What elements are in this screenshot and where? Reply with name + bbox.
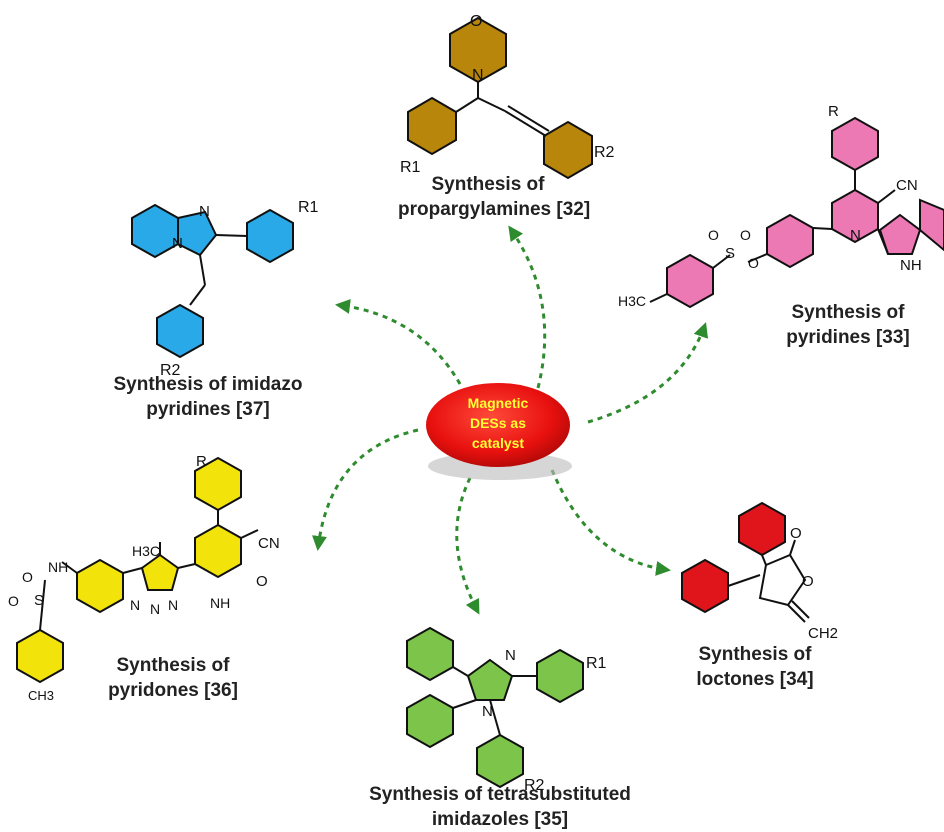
imidazopyridine-structure [131,203,294,359]
pyridone-o-top: O [22,569,33,585]
pyridone-n2: N [150,601,160,617]
imidazole-r2: R2 [524,777,545,794]
imidazole-ring [466,658,514,701]
imidazole-n-bottom: N [482,703,493,720]
imidazo-r2: R2 [160,362,181,379]
pyr33-n: N [850,227,861,244]
caption-line: propargylamines [32] [398,199,591,220]
phenyl-ring-top [738,501,786,557]
propargyl-r2: R2 [594,144,615,161]
morpholine-o: O [470,13,482,30]
caption-pyridines-33: Synthesis of pyridines [33] [768,300,928,350]
imidazo-n2: N [172,235,183,252]
caption-line: Synthesis of [698,644,812,665]
pyridone-n1: N [130,597,140,613]
tolyl-ring [666,253,714,309]
lactone-o-top: O [790,525,802,542]
arrow-to-imidazopyridines [335,299,462,385]
indole-benzo [919,198,944,252]
phenyl-ring-bottom [476,733,524,789]
catalyst-line-1: Magnetic [467,395,529,411]
phenyl-ring-bottom-left [406,693,454,749]
caption-line: loctones [34] [696,669,814,690]
catalyst-label: Magnetic DESs as catalyst [418,393,578,453]
pyr33-h3c: H3C [618,293,646,309]
imidazole-structure [406,626,584,789]
center-catalyst [426,383,572,480]
caption-line: Synthesis of [116,655,230,676]
caption-line: imidazoles [35] [431,809,569,830]
catalyst-line-2: DESs as [469,415,527,431]
pyr33-o3: O [748,255,759,271]
pyr33-r: R [828,103,839,120]
morpholine-n: N [472,67,484,84]
phenyl-ring-r1 [246,208,294,264]
pyridone-s: S [34,592,44,609]
arrows [312,225,709,615]
propargyl-r1: R1 [400,159,421,176]
pyr33-o1: O [708,227,719,243]
caption-propargylamines: Synthesis of propargylamines [32] [398,172,591,222]
lactone-ring [758,553,807,607]
imidazole-ring-fused [177,210,218,257]
phenyl-ring-right [543,120,593,180]
phenyl-ring-top [831,116,879,172]
pyridone-r: R [196,453,207,470]
pyr33-o2: O [740,227,751,243]
caption-imidazopyridines: Synthesis of imidazo pyridines [37] [98,372,318,422]
imidazo-r1: R1 [298,199,319,216]
phenyl-ring-left [407,96,457,156]
lactone-o-ring: O [802,573,814,590]
arrow-to-pyridones [312,428,419,551]
caption-pyridones: Synthesis of pyridones [36] [98,653,248,703]
phenyl-ring-right [536,648,584,704]
caption-line: Synthesis of [791,302,905,323]
arrow-to-propargylamines [508,225,547,389]
lactone-structure [681,501,810,623]
arrow-to-imidazoles [455,477,480,615]
pyr33-nh: NH [900,257,922,274]
triazole-ring [140,553,180,591]
aryl-ring-mid [76,558,124,614]
caption-line: Synthesis of imidazo [113,374,303,395]
pyridine33-structure [649,116,944,309]
imidazole-n-top: N [505,647,516,664]
imidazo-n1: N [199,203,210,220]
arrow-to-pyridines33 [587,322,709,424]
pyridone-structure [16,456,259,684]
caption-line: Synthesis of [431,174,545,195]
phenyl-ring-left [681,558,729,614]
phenyl-ring-mid [766,213,814,269]
caption-line: pyridines [37] [146,399,270,420]
caption-line: Synthesis of tetrasubstituted [369,784,631,805]
phenyl-ring-top-left [406,626,454,682]
arrow-to-lactones [550,469,671,576]
pyridone-ch3: CH3 [28,688,54,703]
propargylamine-structure [407,16,593,180]
catalyst-line-3: catalyst [471,435,525,451]
pyridone-nh: NH [210,595,230,611]
pyr33-s: S [725,245,735,262]
pyr33-cn: CN [896,177,918,194]
imidazole-r1: R1 [586,655,607,672]
pyridone-o-left: O [8,593,19,609]
caption-lactones: Synthesis of loctones [34] [680,642,830,692]
tolyl-ring [16,628,64,684]
lactone-ch2: CH2 [808,625,838,642]
caption-line: pyridines [33] [786,327,910,348]
pyridone-n3: N [168,597,178,613]
caption-line: pyridones [36] [108,680,238,701]
indole-ring [878,213,922,255]
benzyl-ring [156,303,204,359]
pyridone-cn: CN [258,535,280,552]
pyridone-o: O [256,573,268,590]
pyridone-ring [194,523,242,579]
caption-imidazoles: Synthesis of tetrasubstituted imidazoles… [360,782,640,832]
pyridone-h3c: H3C [132,543,160,559]
pyridone-hn: NH [48,559,68,575]
